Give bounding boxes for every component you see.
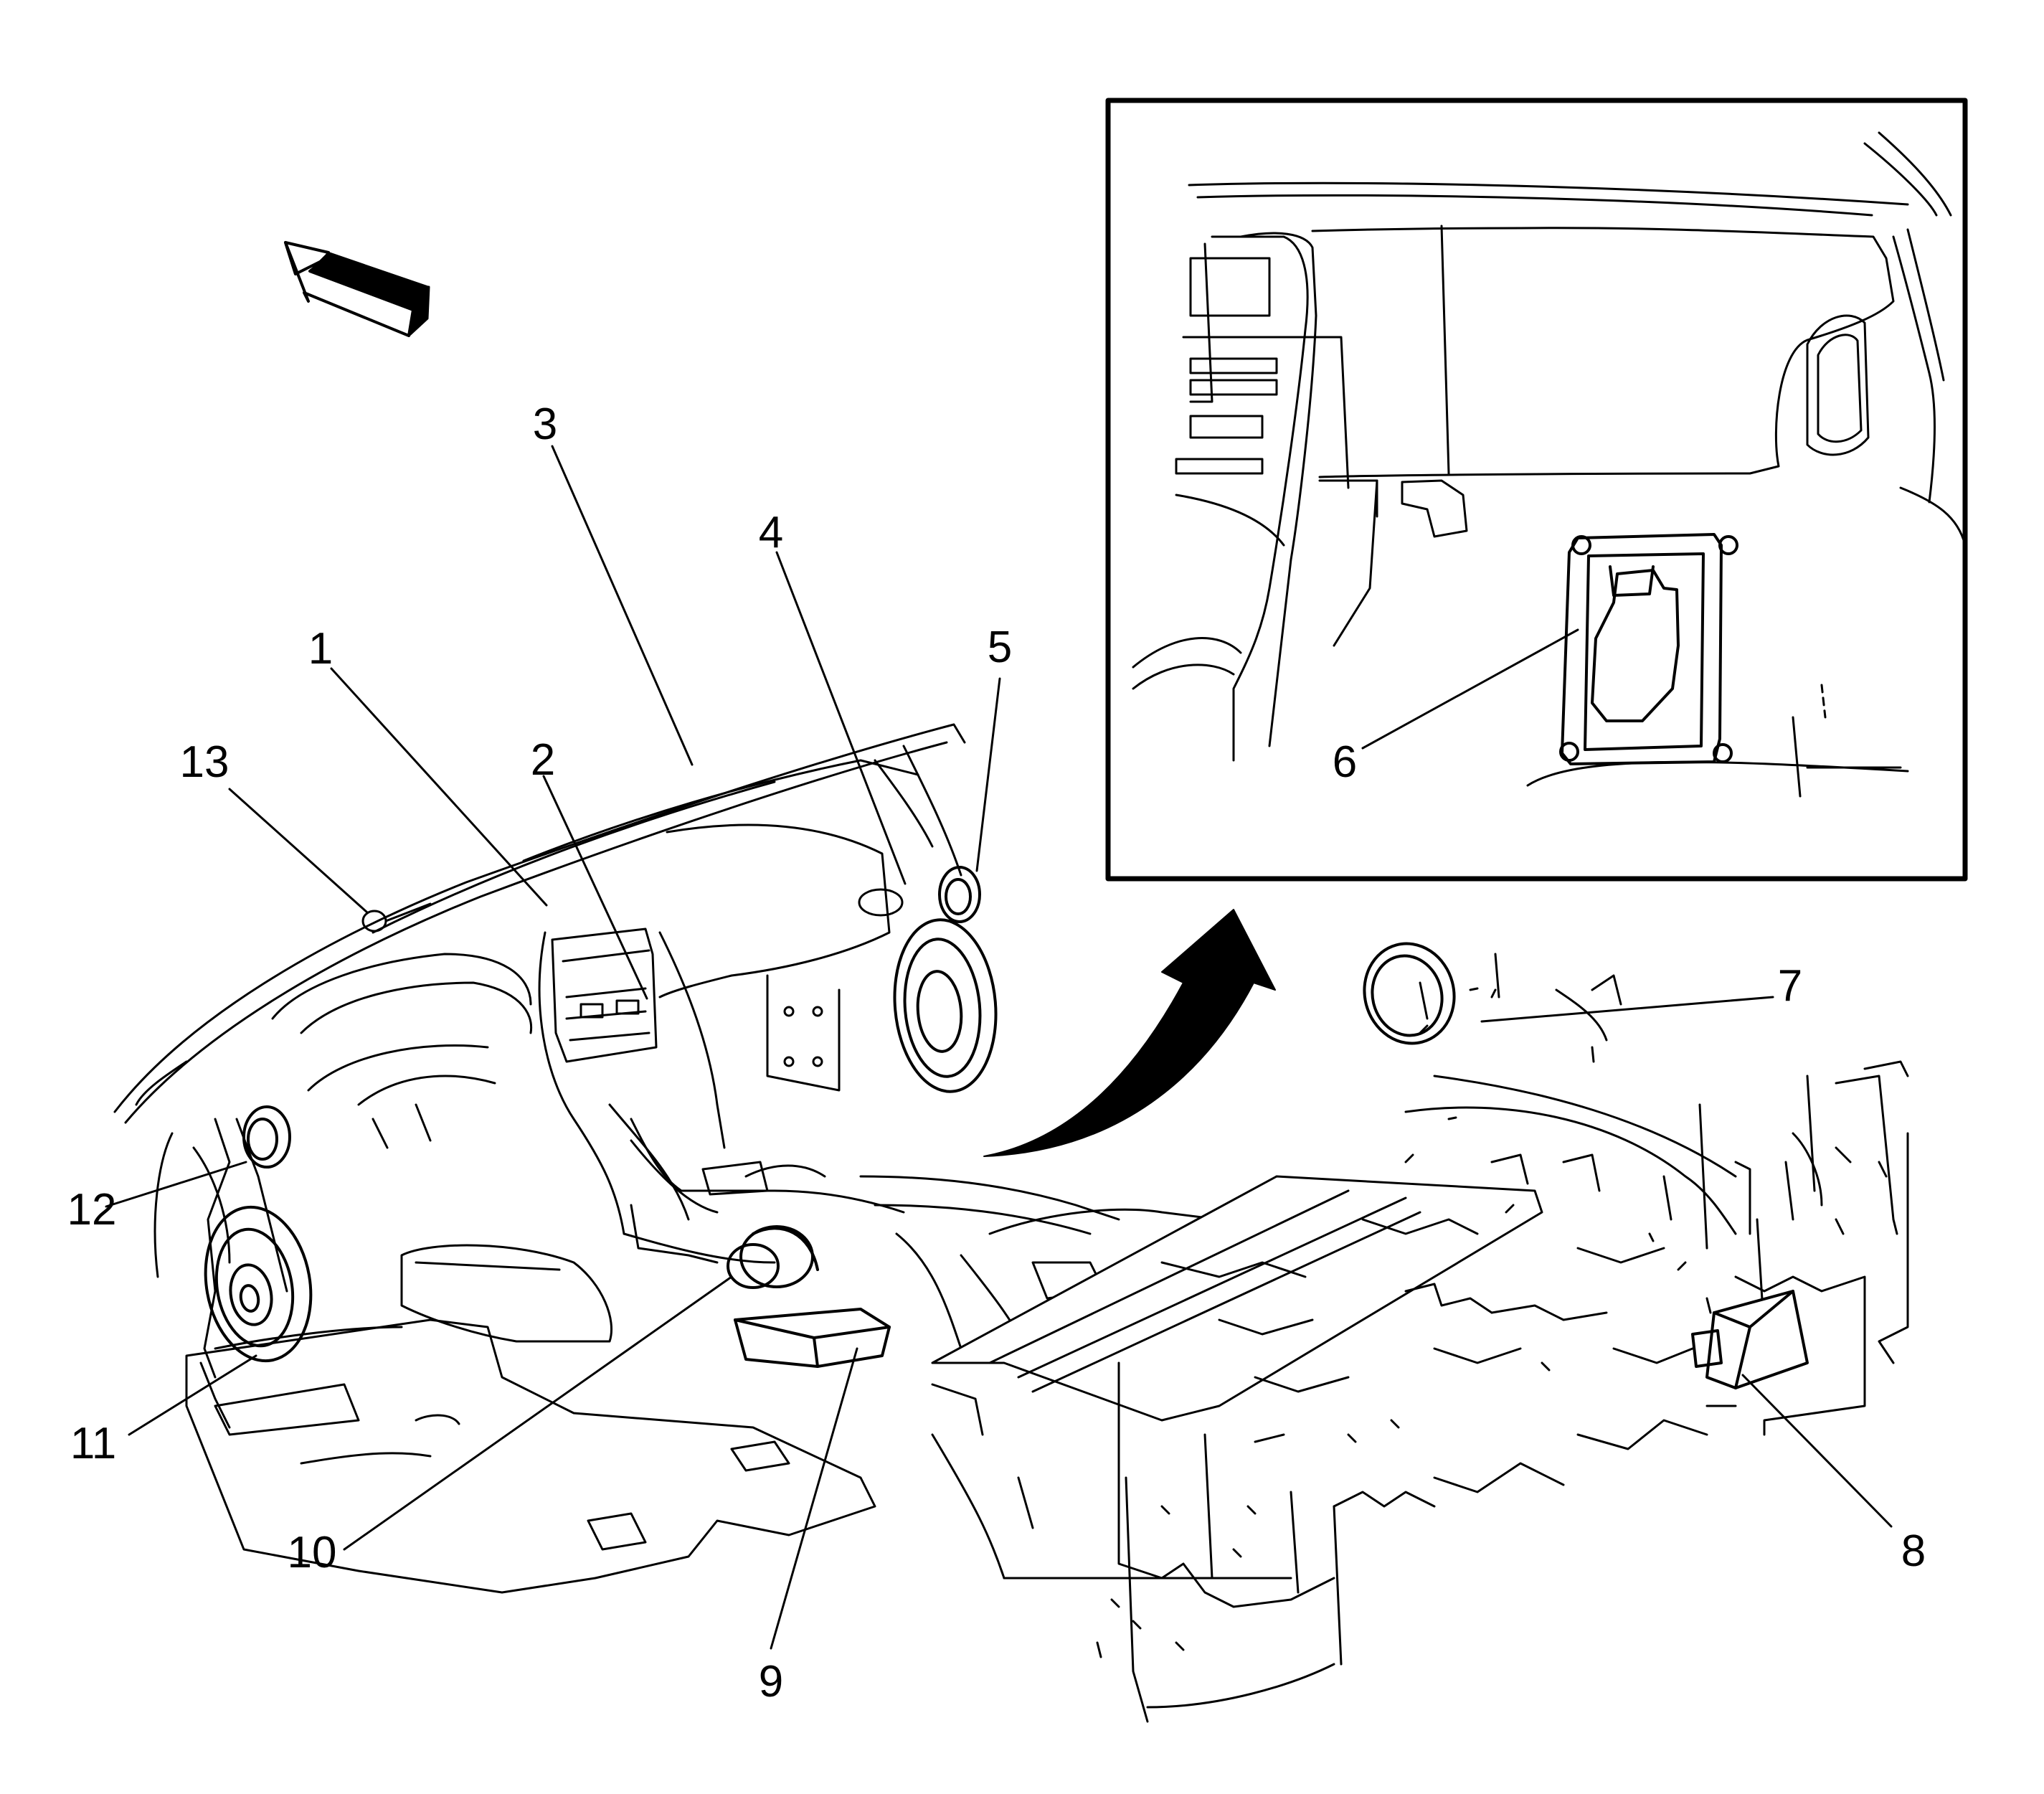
callout-labels: 1 2 3 4 5 6 7 8 9 10 11 12 13	[67, 400, 1926, 1706]
rear-amplifier-module	[1691, 1290, 1809, 1389]
detail-view-arrow-icon	[983, 909, 1276, 1157]
main-vehicle-interior	[113, 723, 1909, 1723]
right-tweeter	[938, 866, 981, 923]
left-door-speaker	[204, 1205, 313, 1363]
callout-4: 4	[759, 508, 783, 557]
callout-12: 12	[67, 1185, 117, 1234]
rear-compartment-speaker	[1363, 942, 1456, 1045]
callout-13: 13	[180, 737, 230, 787]
windshield-antenna-module	[361, 902, 432, 933]
callout-leaders	[105, 445, 1893, 1650]
callout-8: 8	[1901, 1526, 1926, 1576]
inset-amplifier-bracket	[1559, 533, 1738, 765]
subwoofer-speaker	[727, 1225, 819, 1289]
callout-9: 9	[759, 1657, 783, 1706]
callout-2: 2	[531, 735, 555, 785]
left-tweeter	[242, 1105, 291, 1169]
callout-1: 1	[308, 624, 333, 674]
callout-10: 10	[288, 1528, 337, 1577]
detail-inset-box	[1105, 98, 1968, 882]
amplifier-unit	[734, 1308, 891, 1368]
callout-5: 5	[988, 623, 1012, 672]
right-door-speaker	[893, 918, 998, 1093]
callout-7: 7	[1778, 961, 1802, 1011]
forward-direction-arrow-icon	[284, 241, 430, 337]
callout-11: 11	[70, 1419, 116, 1468]
inset-dashboard	[1132, 131, 1967, 798]
callout-6: 6	[1333, 737, 1357, 787]
callout-3: 3	[533, 400, 557, 449]
dash-center-speaker	[858, 888, 904, 917]
